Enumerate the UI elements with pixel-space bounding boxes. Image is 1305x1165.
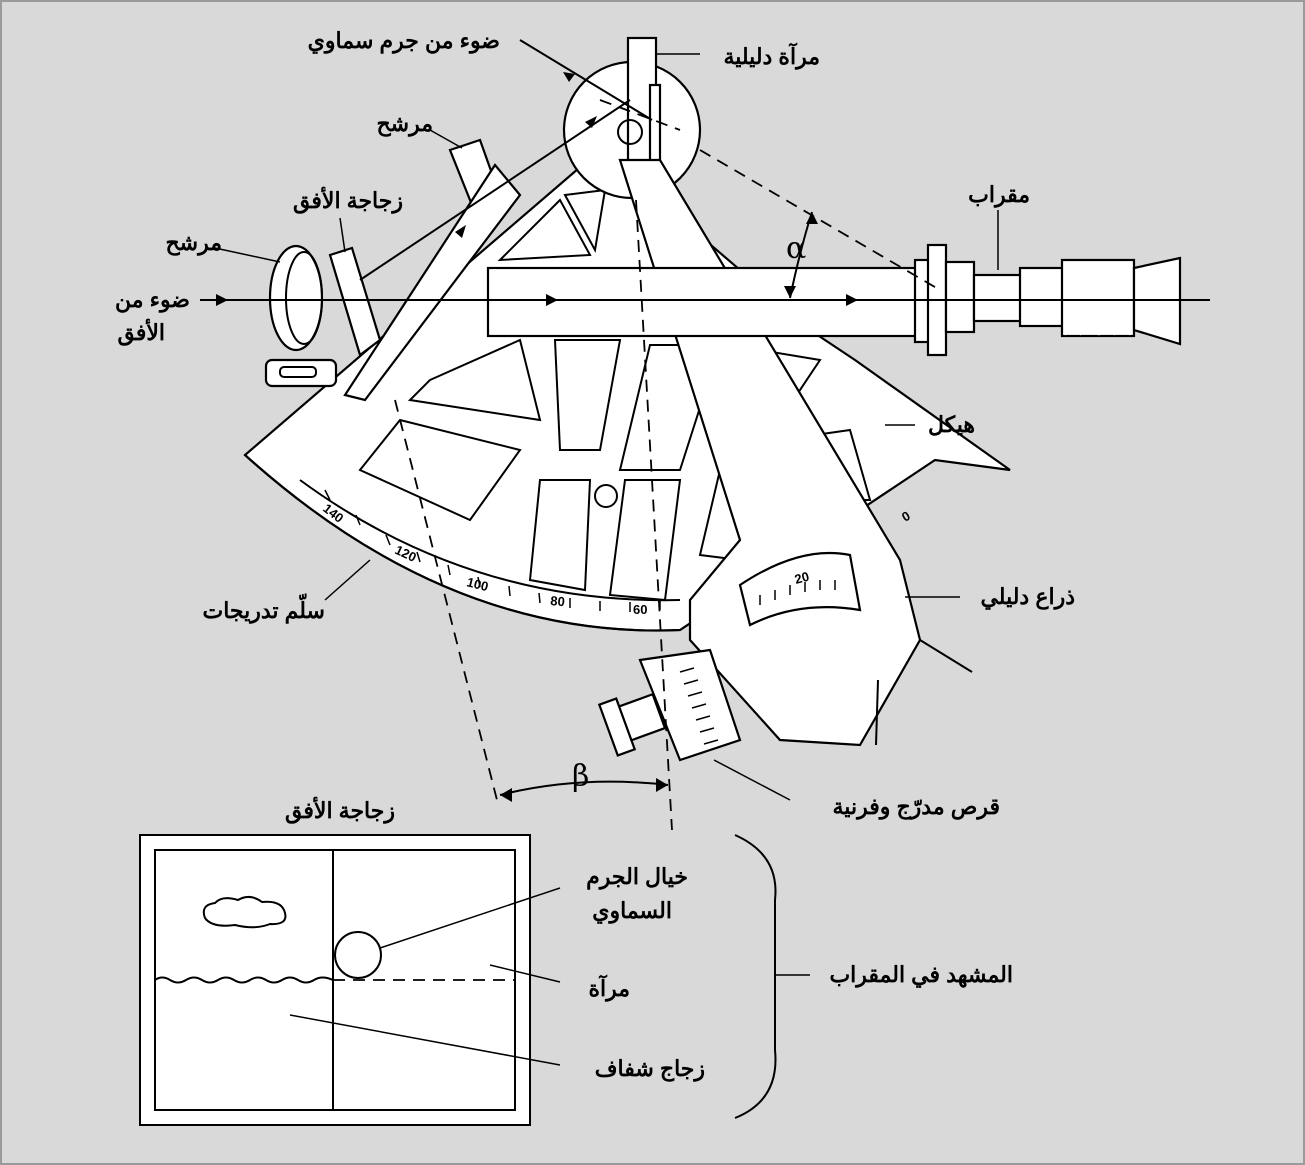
light-paths [200, 39, 1210, 831]
label-horizon-glass-top: زجاجة الأفق [293, 186, 403, 214]
label-celestial-light: ضوء من جرم سماوي [308, 28, 500, 54]
drum-vernier [597, 648, 742, 762]
horizon-glass [264, 138, 522, 402]
alpha-symbol: α [786, 231, 806, 266]
label-mirror: مرآة [588, 974, 630, 1002]
telescope-view [139, 834, 810, 1126]
label-body-image-2: السماوي [592, 898, 672, 924]
label-clear-glass: زجاج شفاف [595, 1056, 705, 1082]
label-body-image-1: خيال الجرم [586, 864, 688, 890]
scale-tick-60: 60 [633, 602, 647, 617]
label-frame: هيكل [928, 412, 975, 437]
label-horizon-light-2: الأفق [117, 318, 165, 346]
label-telescope-view: المشهد في المقراب [829, 962, 1013, 988]
vernier-tick-20: 20 [793, 569, 811, 587]
label-index-mirror: مرآة دليلية [723, 42, 820, 70]
label-filter-top: مرشح [376, 111, 433, 137]
scale-tick-80: 80 [550, 593, 566, 609]
label-horizon-glass-bottom: زجاجة الأفق [285, 796, 395, 824]
scale-tick-100: 100 [465, 574, 490, 594]
label-filter-left: مرشح [165, 230, 222, 256]
beta-symbol: β [572, 759, 589, 794]
label-telescope: مقراب [968, 182, 1030, 208]
label-index-arm: ذراع دليلي [980, 584, 1075, 610]
leader-lines [214, 53, 999, 801]
label-drum-vernier: قرص مدرّج وفرنية [833, 794, 1000, 820]
label-horizon-light-1: ضوء من [115, 287, 190, 313]
label-scale: سلّم تدريجات [202, 593, 325, 624]
